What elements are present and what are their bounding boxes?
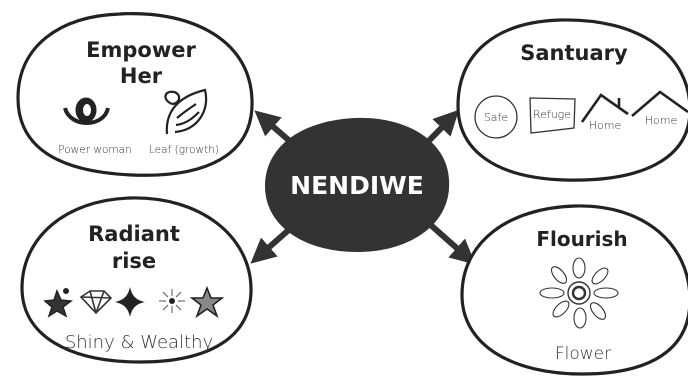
power-woman-icon [63, 97, 110, 125]
empower-title-line2: Her [120, 64, 163, 88]
radiant-title-line1: Radiant [88, 222, 180, 246]
sanctuary-item-label-2: Refuge [533, 108, 571, 121]
circle-frame-icon [474, 95, 518, 139]
flourish-caption: Flower [555, 344, 611, 364]
mountain-roof-icon [631, 90, 688, 117]
sanctuary-title: Santuary [520, 41, 628, 65]
square-frame-icon [529, 97, 576, 134]
center-label: NENDIWE [290, 171, 424, 200]
sunburst-icon [159, 289, 185, 313]
leaf-icon [164, 88, 208, 135]
arrow-to-flourish [423, 217, 476, 265]
radiant-title-line2: rise [112, 249, 156, 273]
sanctuary-item-label-4: Home [645, 114, 677, 127]
node-empower-her: Empower Her Power woman Leaf (growth) [16, 12, 254, 177]
diamond-icon [79, 290, 113, 315]
person-star-icon [43, 288, 73, 318]
sanctuary-item-label-1: Safe [484, 111, 508, 124]
radiant-caption: Shiny & Wealthy [65, 332, 213, 353]
center-node: NENDIWE [264, 117, 450, 253]
node-flourish: Flourish Flower [460, 204, 688, 376]
empower-title-line1: Empower [86, 38, 196, 62]
house-roof-icon [580, 93, 629, 123]
sanctuary-item-label-3: Home [589, 119, 621, 132]
empower-item-label-2: Leaf (growth) [149, 144, 219, 156]
node-radiant-rise: Radiant rise Shiny & Wealthy [20, 196, 253, 364]
empower-item-label-1: Power woman [58, 144, 131, 156]
flourish-title: Flourish [536, 227, 627, 251]
sparkle-icon [115, 287, 145, 317]
node-sanctuary: Santuary Safe Refuge Home Home [456, 18, 688, 182]
flower-icon [539, 257, 619, 329]
star-icon [189, 285, 225, 319]
